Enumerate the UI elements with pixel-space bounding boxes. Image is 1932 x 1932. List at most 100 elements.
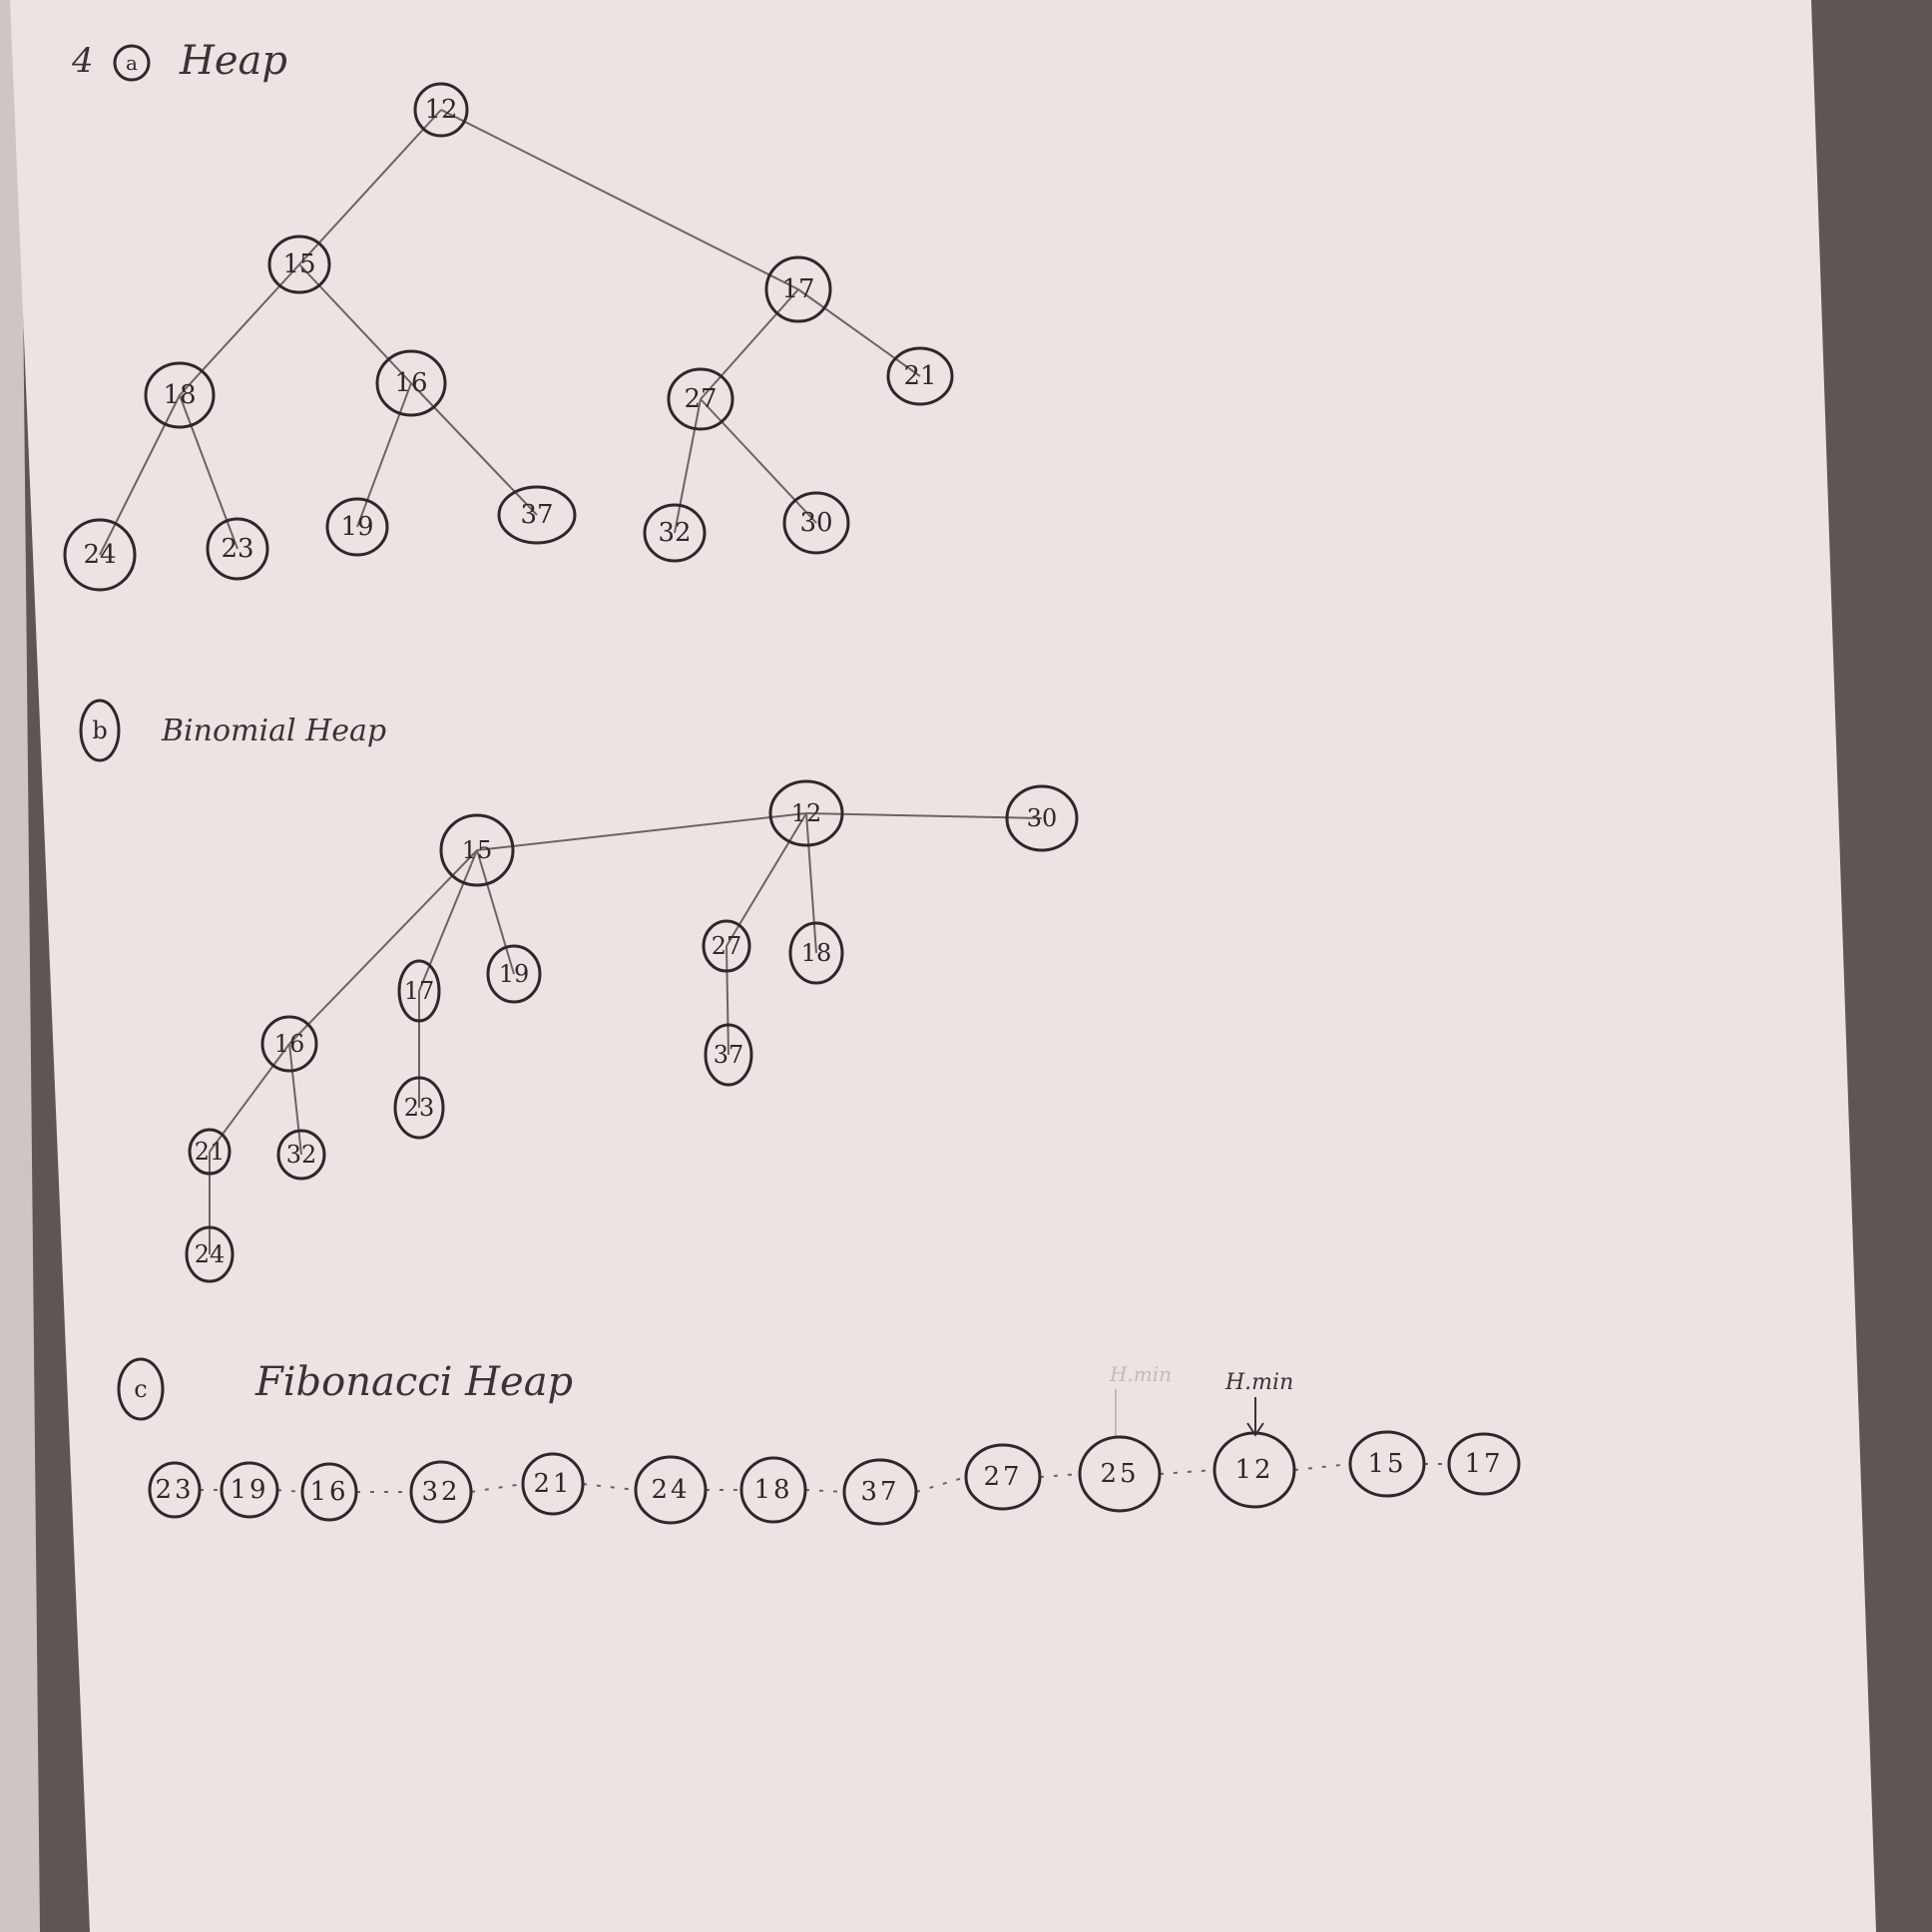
heap-node-label-18: 18 [163, 380, 196, 410]
section-a-marker [113, 44, 151, 82]
binomial-node-12 [768, 779, 844, 847]
heap-node-label-19: 19 [340, 512, 373, 542]
binomial-node-label-21: 21 [195, 1138, 226, 1166]
fibonacci-root-label-16: 16 [309, 1477, 348, 1507]
binomial-edge-27-37 [725, 945, 729, 1056]
heap-node-23 [206, 517, 269, 581]
binomial-edge-16-32 [288, 1043, 302, 1156]
fibonacci-root-label-19: 19 [230, 1475, 268, 1505]
section-c-marker [117, 1357, 165, 1421]
fibonacci-root-link-21-24 [582, 1483, 637, 1491]
heap-node-label-16: 16 [394, 368, 427, 398]
heap-node-label-27: 27 [684, 384, 717, 414]
underlying-page [0, 0, 40, 1932]
binomial-edge-15-19 [476, 849, 515, 975]
fibonacci-root-label-27: 27 [983, 1462, 1022, 1492]
binomial-node-label-32: 32 [286, 1141, 317, 1169]
fibonacci-root-label-18: 18 [753, 1475, 792, 1505]
fibonacci-root-32 [409, 1460, 473, 1524]
binomial-node-21 [188, 1128, 232, 1176]
heap-edge-27-30 [700, 398, 817, 524]
heap-node-label-15: 15 [282, 249, 315, 279]
fibonacci-root-17 [1447, 1432, 1521, 1496]
section-b-title: Binomial Heap [161, 714, 386, 748]
section-c-heading: c Fibonacci Heap [117, 1357, 573, 1421]
binomial-node-16 [260, 1015, 318, 1073]
fibonacci-root-link-32-21 [470, 1483, 524, 1493]
heap-node-24 [63, 518, 137, 592]
binomial-node-label-12: 12 [791, 799, 822, 827]
heap-node-15 [267, 235, 331, 294]
heap-node-18 [144, 361, 216, 429]
heap-edge-12-17 [440, 109, 799, 290]
fibonacci-root-label-24: 24 [651, 1475, 690, 1505]
heap-node-27 [667, 367, 734, 431]
binomial-node-label-37: 37 [714, 1041, 744, 1069]
fibonacci-root-24 [634, 1455, 708, 1525]
question-number: 4 [71, 41, 94, 81]
fibonacci-root-label-25: 25 [1100, 1459, 1139, 1489]
fibonacci-root-label-21: 21 [533, 1469, 572, 1499]
fibonacci-root-link-37-27 [915, 1476, 967, 1493]
binomial-node-17 [397, 959, 441, 1023]
binomial-edge-12-18 [805, 812, 817, 954]
binomial-edge-12-30 [805, 812, 1043, 819]
fibonacci-root-21 [521, 1452, 585, 1516]
heap-edge-16-19 [356, 382, 412, 528]
heap-edge-18-24 [99, 394, 181, 556]
fibonacci-root-19 [220, 1461, 279, 1519]
heap-node-37 [497, 485, 577, 545]
binomial-node-23 [393, 1076, 445, 1140]
binomial-node-27 [702, 919, 751, 973]
fibonacci-root-link-25-12 [1159, 1469, 1215, 1475]
heap-node-17 [764, 255, 832, 323]
section-c-title: Fibonacci Heap [254, 1359, 573, 1405]
binomial-node-30 [1005, 784, 1079, 852]
fibonacci-root-18 [739, 1456, 807, 1524]
heap-node-label-21: 21 [903, 361, 936, 391]
heap-node-16 [375, 349, 447, 417]
fibonacci-root-27 [964, 1443, 1042, 1511]
fibonacci-root-label-17: 17 [1464, 1449, 1503, 1479]
heap-node-32 [643, 503, 707, 563]
heap-edge-12-15 [298, 109, 442, 265]
binomial-node-label-15: 15 [462, 836, 493, 864]
binomial-node-15 [439, 813, 515, 887]
binomial-node-18 [788, 921, 844, 985]
binomial-edge-15-12 [476, 812, 807, 851]
binomial-node-19 [486, 944, 542, 1004]
heap-edge-27-32 [674, 398, 702, 534]
binomial-edge-15-17 [418, 849, 478, 992]
heap-node-label-32: 32 [658, 518, 691, 548]
fibonacci-root-23 [148, 1461, 202, 1519]
heap-node-label-12: 12 [424, 95, 457, 125]
heap-node-label-37: 37 [520, 500, 553, 530]
heap-node-label-17: 17 [781, 274, 814, 304]
min-pointer: H.min [1224, 1370, 1293, 1437]
heap-edge-17-21 [797, 288, 921, 377]
binomial-node-label-27: 27 [712, 932, 742, 960]
binomial-node-label-19: 19 [499, 960, 530, 988]
binomial-node-label-30: 30 [1027, 804, 1058, 832]
heap-node-12 [413, 82, 469, 138]
heap-node-19 [325, 497, 389, 557]
fibonacci-root-label-23: 23 [155, 1475, 194, 1505]
fibonacci-root-label-37: 37 [860, 1477, 899, 1507]
binomial-node-label-17: 17 [404, 977, 435, 1005]
binomial-node-label-23: 23 [404, 1094, 435, 1122]
fibonacci-root-label-32: 32 [421, 1477, 460, 1507]
heap-node-21 [886, 346, 954, 406]
faint-pointer-label: H.min [1109, 1362, 1172, 1386]
section-a-letter: a [126, 51, 138, 75]
section-b-marker [79, 699, 121, 762]
heap-edge-18-23 [179, 394, 239, 550]
fibonacci-root-25 [1078, 1435, 1162, 1513]
binomial-node-24 [185, 1225, 235, 1283]
section-a-heading: 4 a Heap [71, 38, 287, 84]
faint-min-pointer: H.min [1109, 1362, 1172, 1437]
